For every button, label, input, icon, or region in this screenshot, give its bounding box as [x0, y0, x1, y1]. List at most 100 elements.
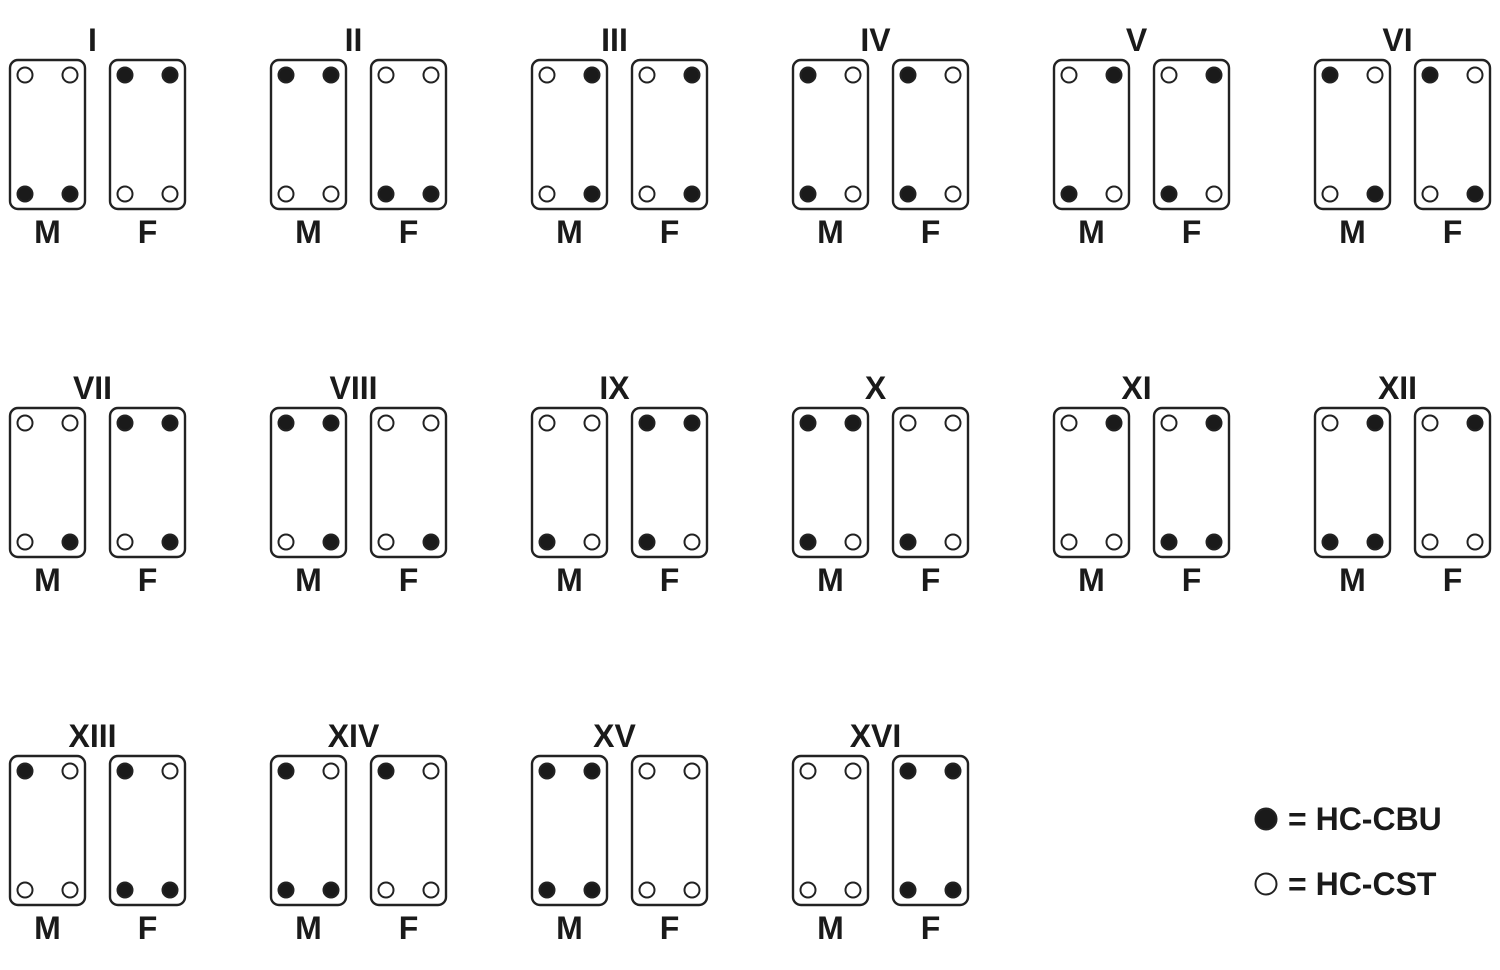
- pin-top-right-filled: [683, 66, 701, 84]
- plate-f: F: [891, 58, 970, 250]
- plate-label-f: F: [660, 214, 680, 250]
- pin-bottom-right-open: [322, 185, 340, 203]
- group-title: XV: [593, 718, 636, 754]
- pin-top-right-open: [844, 762, 862, 780]
- pin-top-left-open: [538, 66, 556, 84]
- plate-outline: [8, 406, 87, 559]
- pin-top-left-open: [538, 414, 556, 432]
- pin-top-left-open: [1321, 414, 1339, 432]
- plate-label-f: F: [138, 562, 158, 598]
- pin-bottom-right-open: [1105, 533, 1123, 551]
- plate-f: F: [108, 406, 187, 598]
- pin-bottom-left-filled: [116, 881, 134, 899]
- plate-outline: [8, 58, 87, 211]
- pin-bottom-right-filled: [583, 881, 601, 899]
- plate-outline: [108, 406, 187, 559]
- group-title: VI: [1382, 22, 1412, 58]
- plate-label-m: M: [817, 910, 844, 946]
- pin-top-left-filled: [277, 762, 295, 780]
- pin-bottom-left-open: [377, 881, 395, 899]
- plate-label-f: F: [399, 562, 419, 598]
- pin-top-left-filled: [899, 762, 917, 780]
- plate-outline: [530, 754, 609, 907]
- plate-label-f: F: [1182, 214, 1202, 250]
- plate-f: F: [891, 754, 970, 946]
- plate-f: F: [369, 58, 448, 250]
- pin-bottom-right-filled: [1366, 533, 1384, 551]
- pin-top-right-filled: [944, 762, 962, 780]
- plate-label-m: M: [817, 214, 844, 250]
- plate-outline: [369, 58, 448, 211]
- plate-outline: [369, 754, 448, 907]
- pin-bottom-right-open: [1466, 533, 1484, 551]
- pin-top-right-filled: [322, 66, 340, 84]
- pin-top-left-filled: [277, 66, 295, 84]
- plate-label-f: F: [1443, 214, 1463, 250]
- plate-f: F: [630, 754, 709, 946]
- plate-outline: [269, 58, 348, 211]
- pin-top-left-filled: [799, 66, 817, 84]
- pin-top-left-filled: [538, 762, 556, 780]
- plate-outline: [630, 406, 709, 559]
- coding-group: VI M F: [1313, 22, 1492, 250]
- pin-top-right-open: [61, 762, 79, 780]
- group-title: XIV: [328, 718, 380, 754]
- pin-bottom-left-filled: [16, 185, 34, 203]
- plate-f: F: [1413, 406, 1492, 598]
- pin-bottom-right-open: [683, 533, 701, 551]
- pin-top-right-filled: [1466, 414, 1484, 432]
- plate-label-f: F: [921, 562, 941, 598]
- plate-outline: [1052, 58, 1131, 211]
- pin-bottom-left-open: [1421, 185, 1439, 203]
- pin-top-left-open: [638, 762, 656, 780]
- plate-label-m: M: [556, 214, 583, 250]
- plate-outline: [630, 58, 709, 211]
- pin-bottom-left-filled: [899, 533, 917, 551]
- pin-top-left-open: [1421, 414, 1439, 432]
- plate-f: F: [1152, 406, 1231, 598]
- plate-m: M: [791, 754, 870, 946]
- pin-bottom-right-open: [422, 881, 440, 899]
- pin-bottom-left-open: [1421, 533, 1439, 551]
- plate-m: M: [8, 754, 87, 946]
- plate-outline: [791, 754, 870, 907]
- plate-outline: [530, 58, 609, 211]
- pin-bottom-left-open: [116, 533, 134, 551]
- pin-bottom-right-filled: [61, 185, 79, 203]
- plate-label-f: F: [138, 910, 158, 946]
- pin-top-left-open: [16, 66, 34, 84]
- pin-bottom-right-filled: [61, 533, 79, 551]
- plate-outline: [791, 406, 870, 559]
- plate-outline: [891, 406, 970, 559]
- pin-top-left-filled: [1321, 66, 1339, 84]
- plate-outline: [1413, 406, 1492, 559]
- pin-bottom-left-filled: [799, 185, 817, 203]
- pin-top-right-filled: [322, 414, 340, 432]
- pin-top-left-filled: [377, 762, 395, 780]
- legend-label: = HC-CBU: [1288, 801, 1442, 837]
- plate-f: F: [108, 754, 187, 946]
- pin-bottom-right-filled: [322, 881, 340, 899]
- plate-label-m: M: [295, 910, 322, 946]
- pin-top-left-filled: [16, 762, 34, 780]
- plate-outline: [1152, 58, 1231, 211]
- pin-bottom-right-open: [683, 881, 701, 899]
- pin-bottom-left-filled: [799, 533, 817, 551]
- plate-outline: [269, 406, 348, 559]
- pin-bottom-right-open: [583, 533, 601, 551]
- pin-bottom-right-filled: [161, 533, 179, 551]
- pin-top-right-filled: [1105, 66, 1123, 84]
- plate-outline: [8, 754, 87, 907]
- plate-label-m: M: [34, 214, 61, 250]
- pin-bottom-right-filled: [1466, 185, 1484, 203]
- plate-label-m: M: [1339, 214, 1366, 250]
- plate-label-f: F: [1182, 562, 1202, 598]
- group-title: IX: [599, 370, 630, 406]
